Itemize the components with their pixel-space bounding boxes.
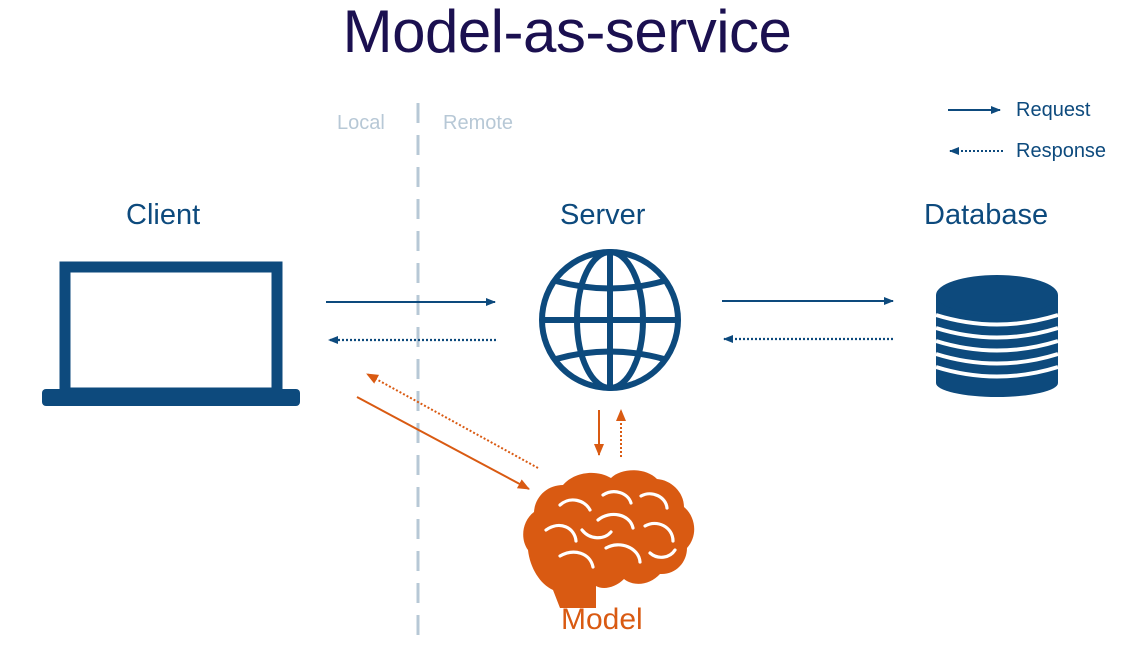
database-icon [935,275,1059,397]
client-model-request-arrow [356,396,530,490]
legend-response-label: Response [1016,140,1107,162]
local-zone-label: Local [337,112,385,134]
laptop-icon [42,261,300,406]
model-label: Model [561,603,643,636]
globe-icon [539,249,681,391]
database-label: Database [924,199,1049,231]
page-title: Model-as-service [342,0,792,65]
brain-icon [523,470,695,608]
server-label: Server [560,199,646,231]
model-client-response-arrow [366,373,539,469]
legend-request-label: Request [1016,99,1091,121]
remote-zone-label: Remote [443,112,514,134]
client-label: Client [126,199,201,231]
